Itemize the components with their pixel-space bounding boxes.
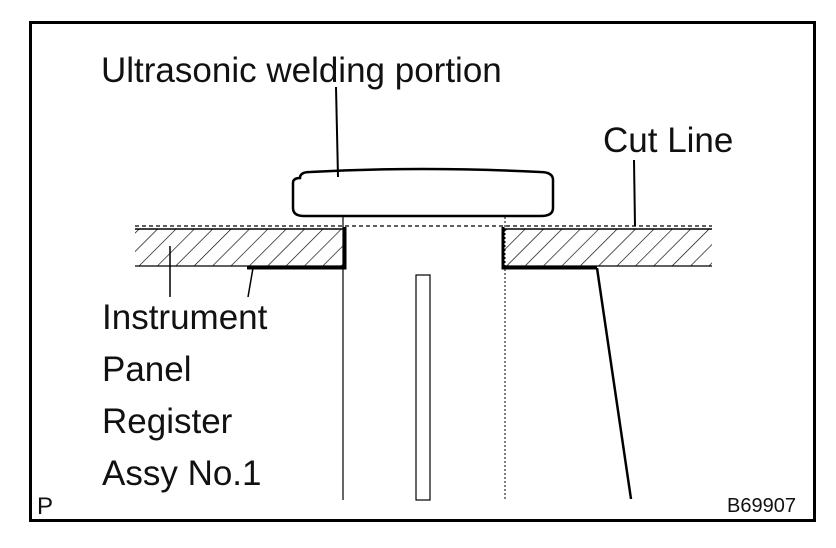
figure-frame <box>29 21 816 522</box>
left-panel-section <box>135 227 347 270</box>
right-body-edge <box>595 267 633 500</box>
ultrasonic-weld-head <box>291 167 555 218</box>
inner-slot <box>415 274 431 501</box>
instrument-label-line-2: Panel <box>102 350 192 389</box>
cut-line-label: Cut Line <box>603 121 734 160</box>
ultrasonic-welding-label: Ultrasonic welding portion <box>101 51 502 90</box>
page-letter: P <box>37 493 54 520</box>
instrument-label-line-1: Instrument <box>102 298 268 337</box>
figure-code: B69907 <box>727 495 796 517</box>
instrument-label-line-4: Assy No.1 <box>102 454 262 493</box>
instrument-leader-b <box>247 267 254 298</box>
ultrasonic-leader <box>335 86 339 178</box>
cut-line-leader <box>633 159 636 227</box>
instrument-label-line-3: Register <box>102 402 233 441</box>
right-panel-section <box>501 227 712 270</box>
